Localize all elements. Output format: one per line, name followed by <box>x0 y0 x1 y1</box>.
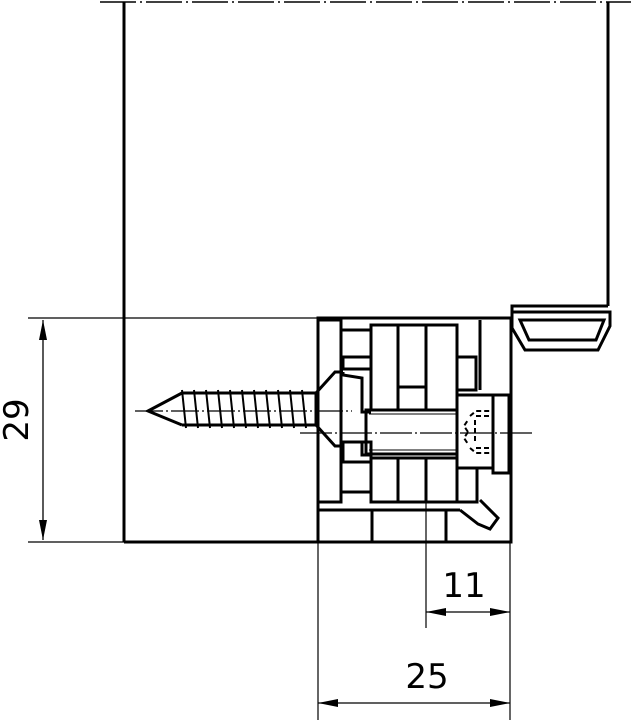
dimension-width: 25 <box>318 657 510 707</box>
dimension-offset: 11 <box>426 566 510 616</box>
wood-screw <box>144 370 343 448</box>
hex-socket-icon <box>462 410 490 454</box>
dimension-offset-label: 11 <box>442 566 485 606</box>
dimension-height: 29 <box>0 320 47 540</box>
dimension-width-label: 25 <box>405 657 448 697</box>
extension-lines-bottom <box>317 502 511 720</box>
dimension-height-label: 29 <box>0 398 37 441</box>
seal-profile <box>510 310 612 352</box>
hinge-housing <box>316 316 513 544</box>
adjusting-screw <box>364 408 459 456</box>
